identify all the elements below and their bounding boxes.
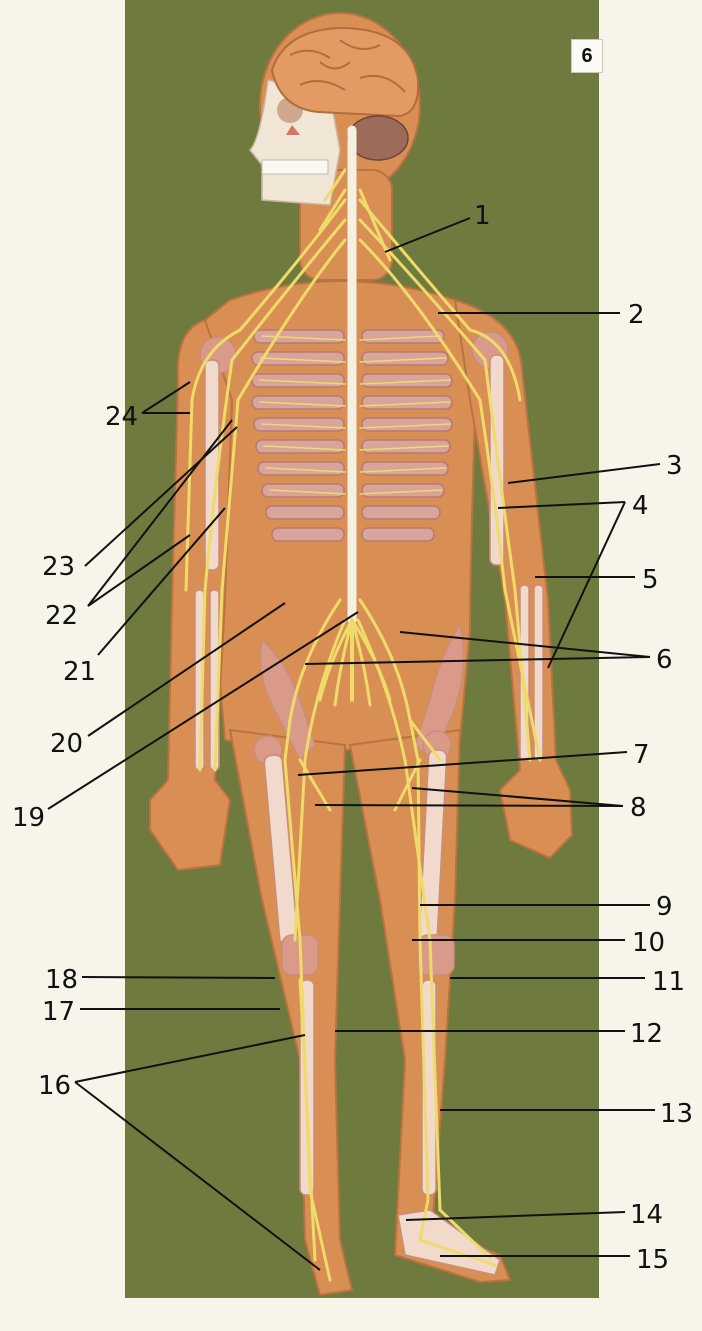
label-13: 13	[660, 1099, 693, 1129]
label-6: 6	[656, 645, 673, 675]
label-17: 17	[42, 997, 75, 1027]
label-3: 3	[666, 451, 683, 481]
label-22: 22	[45, 601, 78, 631]
label-19: 19	[12, 803, 45, 833]
label-18: 18	[45, 965, 78, 995]
label-14: 14	[630, 1200, 663, 1230]
label-20: 20	[50, 729, 83, 759]
bones	[194, 331, 544, 1276]
board-number-tag: 6	[571, 39, 603, 73]
leader-lines	[47, 217, 661, 1271]
label-23: 23	[42, 552, 75, 582]
label-24: 24	[105, 402, 138, 432]
label-2: 2	[628, 300, 645, 330]
label-5: 5	[642, 565, 659, 595]
label-21: 21	[63, 657, 96, 687]
label-9: 9	[656, 892, 673, 922]
label-8: 8	[630, 793, 647, 823]
label-16: 16	[38, 1071, 71, 1101]
label-set: 1 2 3 4 5 6 7 8 9 10 11 12 13 14 15 16 1…	[12, 201, 693, 1275]
label-7: 7	[633, 740, 650, 770]
ribcage	[251, 329, 453, 542]
label-1: 1	[474, 201, 491, 231]
label-11: 11	[652, 967, 685, 997]
nerve-network	[184, 125, 542, 1282]
brain	[270, 26, 420, 161]
label-10: 10	[632, 928, 665, 958]
label-15: 15	[636, 1245, 669, 1275]
label-12: 12	[630, 1019, 663, 1049]
label-4: 4	[632, 491, 649, 521]
